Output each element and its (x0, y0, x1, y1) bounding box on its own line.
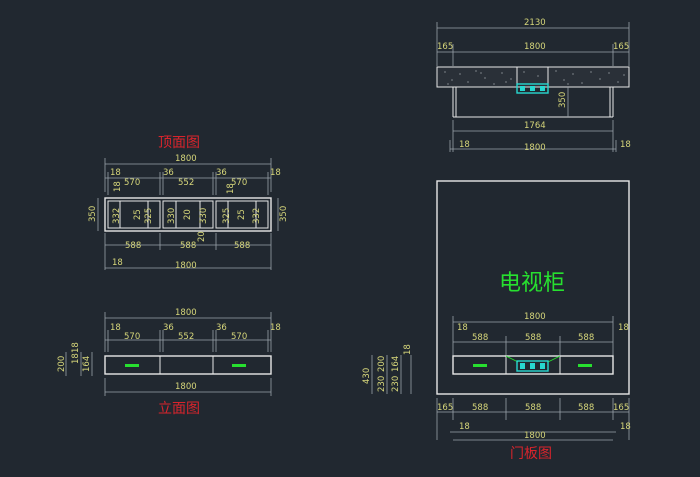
dim-door-left-2: 200 (377, 356, 387, 372)
top-view: 顶面图 1800 18 570 36 552 36 570 18 18 18 (88, 135, 289, 271)
dim-door-top18-left: 18 (457, 323, 468, 333)
dim-top-row-4: 36 (216, 168, 227, 178)
door-view: 电视柜 1800 18 18 588 588 588 430 230 200 2… (362, 180, 631, 462)
dim-top-inner-left: 18 (113, 181, 123, 192)
dim-door-left-0: 430 (362, 368, 372, 384)
dim-front-bottom-total: 1800 (175, 382, 197, 392)
dim-top-v8: 332 (252, 208, 262, 224)
dim-top-right-height: 350 (279, 206, 289, 222)
dim-door-bottom-1: 588 (472, 403, 488, 413)
dim-side-row-0: 165 (437, 42, 453, 52)
dim-door-bottom-total: 1800 (524, 431, 546, 441)
dim-door-left-1: 230 (377, 376, 387, 392)
dim-top-row-0: 18 (110, 168, 121, 178)
dim-side-overall: 2130 (524, 18, 546, 28)
door-view-label: 电视柜 (499, 271, 565, 296)
handle (578, 364, 592, 367)
dim-door-row-0: 588 (472, 333, 488, 343)
dim-top-bottom-2: 588 (234, 241, 250, 251)
handle (473, 364, 487, 367)
dim-front-left-2: 18 (71, 353, 81, 364)
dim-door-left-3: 230 (391, 376, 401, 392)
door-view-title: 门板图 (510, 446, 552, 462)
dim-side-right18: 18 (620, 140, 631, 150)
dim-top-row-5: 570 (231, 178, 247, 188)
handle (125, 364, 139, 367)
dim-door-left-5: 18 (403, 344, 413, 355)
dim-top-bottom-0: 588 (125, 241, 141, 251)
dim-top-v1: 25 (133, 209, 143, 220)
dim-front-left-1: 18 (71, 342, 81, 353)
dim-door-bottom-0: 165 (437, 403, 453, 413)
dim-top-v2: 325 (144, 208, 154, 224)
dim-front-overall: 1800 (175, 308, 197, 318)
front-view: 1800 18 570 36 552 36 570 18 200 18 18 1… (57, 308, 281, 417)
dim-front-row-0: 18 (110, 323, 121, 333)
dim-door-overall: 1800 (524, 312, 546, 322)
dim-door-bottom18-right: 18 (620, 422, 631, 432)
dim-door-top18-right: 18 (618, 323, 629, 333)
dim-top-bottom-1: 588 (180, 241, 196, 251)
dim-top-mid20: 20 (197, 231, 207, 242)
top-view-title: 顶面图 (158, 135, 200, 151)
dim-front-row-1: 570 (124, 332, 140, 342)
dim-top-left-height: 350 (88, 206, 98, 222)
dim-door-row-1: 588 (525, 333, 541, 343)
dim-side-inner: 1764 (524, 121, 546, 131)
dim-top-bottom-18: 18 (112, 258, 123, 268)
dim-door-bottom-2: 588 (525, 403, 541, 413)
dim-side-left18: 18 (459, 140, 470, 150)
dim-front-left-3: 164 (82, 356, 92, 372)
dim-side-row-1: 1800 (524, 42, 546, 52)
dim-side-total: 1800 (524, 143, 546, 153)
dim-top-v6: 325 (222, 208, 232, 224)
dim-front-row-2: 36 (163, 323, 174, 333)
dim-door-bottom18-left: 18 (459, 422, 470, 432)
dim-door-bottom-4: 165 (613, 403, 629, 413)
tv-equipment (516, 360, 549, 372)
dim-side-height: 350 (558, 92, 568, 108)
side-view: 2130 165 1800 165 350 (436, 18, 631, 153)
dim-top-row-6: 18 (270, 168, 281, 178)
dim-top-row-3: 552 (178, 178, 194, 188)
dim-door-row-2: 588 (578, 333, 594, 343)
dim-top-v0: 332 (112, 208, 122, 224)
dim-top-v7: 25 (237, 209, 247, 220)
stone-texture (444, 70, 625, 85)
dim-top-v3: 330 (167, 208, 177, 224)
dim-front-row-6: 18 (270, 323, 281, 333)
front-view-title: 立面图 (158, 401, 200, 417)
dim-door-left-4: 164 (391, 356, 401, 372)
dim-top-v4: 20 (183, 209, 193, 220)
dim-front-left-0: 200 (57, 356, 67, 372)
dim-door-bottom-3: 588 (578, 403, 594, 413)
dim-front-row-4: 36 (216, 323, 227, 333)
dim-top-bottom-total: 1800 (175, 261, 197, 271)
dim-top-row-1: 570 (124, 178, 140, 188)
dim-top-inner-right: 18 (226, 183, 236, 194)
dim-front-row-3: 552 (178, 332, 194, 342)
handle (232, 364, 246, 367)
tv-equipment (516, 83, 549, 94)
dim-side-row-2: 165 (613, 42, 629, 52)
dim-top-row-2: 36 (163, 168, 174, 178)
dim-top-overall: 1800 (175, 154, 197, 164)
dim-top-v5: 330 (199, 208, 209, 224)
dim-front-row-5: 570 (231, 332, 247, 342)
